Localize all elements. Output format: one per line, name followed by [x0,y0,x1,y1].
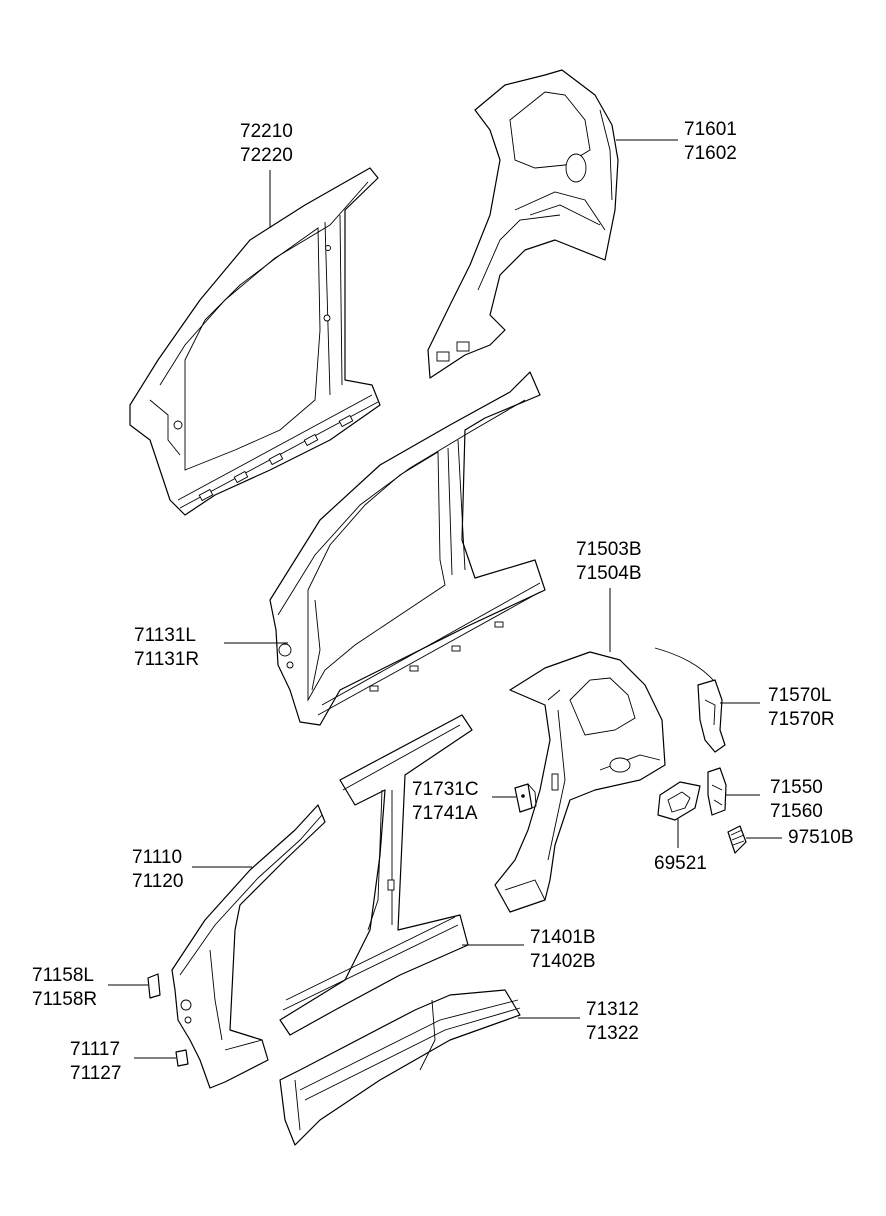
part-front-pillar [171,804,326,1089]
part-number: 71110 [132,847,183,868]
part-number: 71731C [412,779,479,800]
part-fuel-door [657,781,701,821]
part-pillar-bracket [175,1049,189,1067]
callout-71312: 71312 71322 [586,998,639,1046]
part-number: 71601 [684,119,737,140]
part-center-pillar [279,714,473,1036]
callout-71550: 71550 71560 [770,776,823,824]
callout-71570: 71570L 71570R [768,684,835,732]
callout-71731: 71731C 71741A [412,778,479,826]
part-quarter-outer [494,651,666,913]
part-number: 72220 [240,145,293,166]
part-number: 72210 [240,121,293,142]
callout-72210: 72210 72220 [240,120,293,168]
callout-71131: 71131L 71131R [134,624,199,672]
part-number: 97510B [788,827,854,848]
callout-69521: 69521 [654,852,707,876]
part-vent-grille [727,825,747,854]
part-number: 71741A [412,803,478,824]
part-number: 71504B [576,563,642,584]
part-number: 71503B [576,539,642,560]
part-number: 71131R [134,649,200,670]
part-side-panel-assy [269,371,546,726]
part-wheel-house-bracket [654,647,726,753]
part-number: 71602 [684,143,737,164]
part-number: 69521 [654,853,707,874]
part-side-outer-panel [129,167,381,516]
part-number: 71402B [530,951,596,972]
callout-97510: 97510B [788,826,854,850]
part-number: 71120 [132,871,184,892]
part-number: 71570L [768,685,832,706]
callout-71110: 71110 71120 [132,846,183,894]
part-number: 71322 [586,1023,639,1044]
callout-71503: 71503B 71504B [576,538,642,586]
callout-71117: 71117 71127 [70,1038,121,1086]
part-number: 71127 [70,1063,122,1084]
part-number: 71158R [32,989,98,1010]
callout-71601: 71601 71602 [684,118,737,166]
part-number: 71570R [768,709,835,730]
callout-71401: 71401B 71402B [530,926,596,974]
part-number: 71550 [770,777,823,798]
part-number: 71401B [530,927,596,948]
part-small-bracket [514,783,537,813]
part-number: 71117 [70,1039,121,1060]
part-small-patch [147,973,161,999]
part-number: 71131L [134,625,196,646]
part-number: 71560 [770,801,823,822]
part-number: 71312 [586,999,639,1020]
part-number: 71158L [32,965,94,986]
part-quarter-inner [427,69,619,379]
callout-71158: 71158L 71158R [32,964,97,1012]
part-sill-reinforcement [279,989,521,1146]
part-latch-bracket [707,767,727,816]
